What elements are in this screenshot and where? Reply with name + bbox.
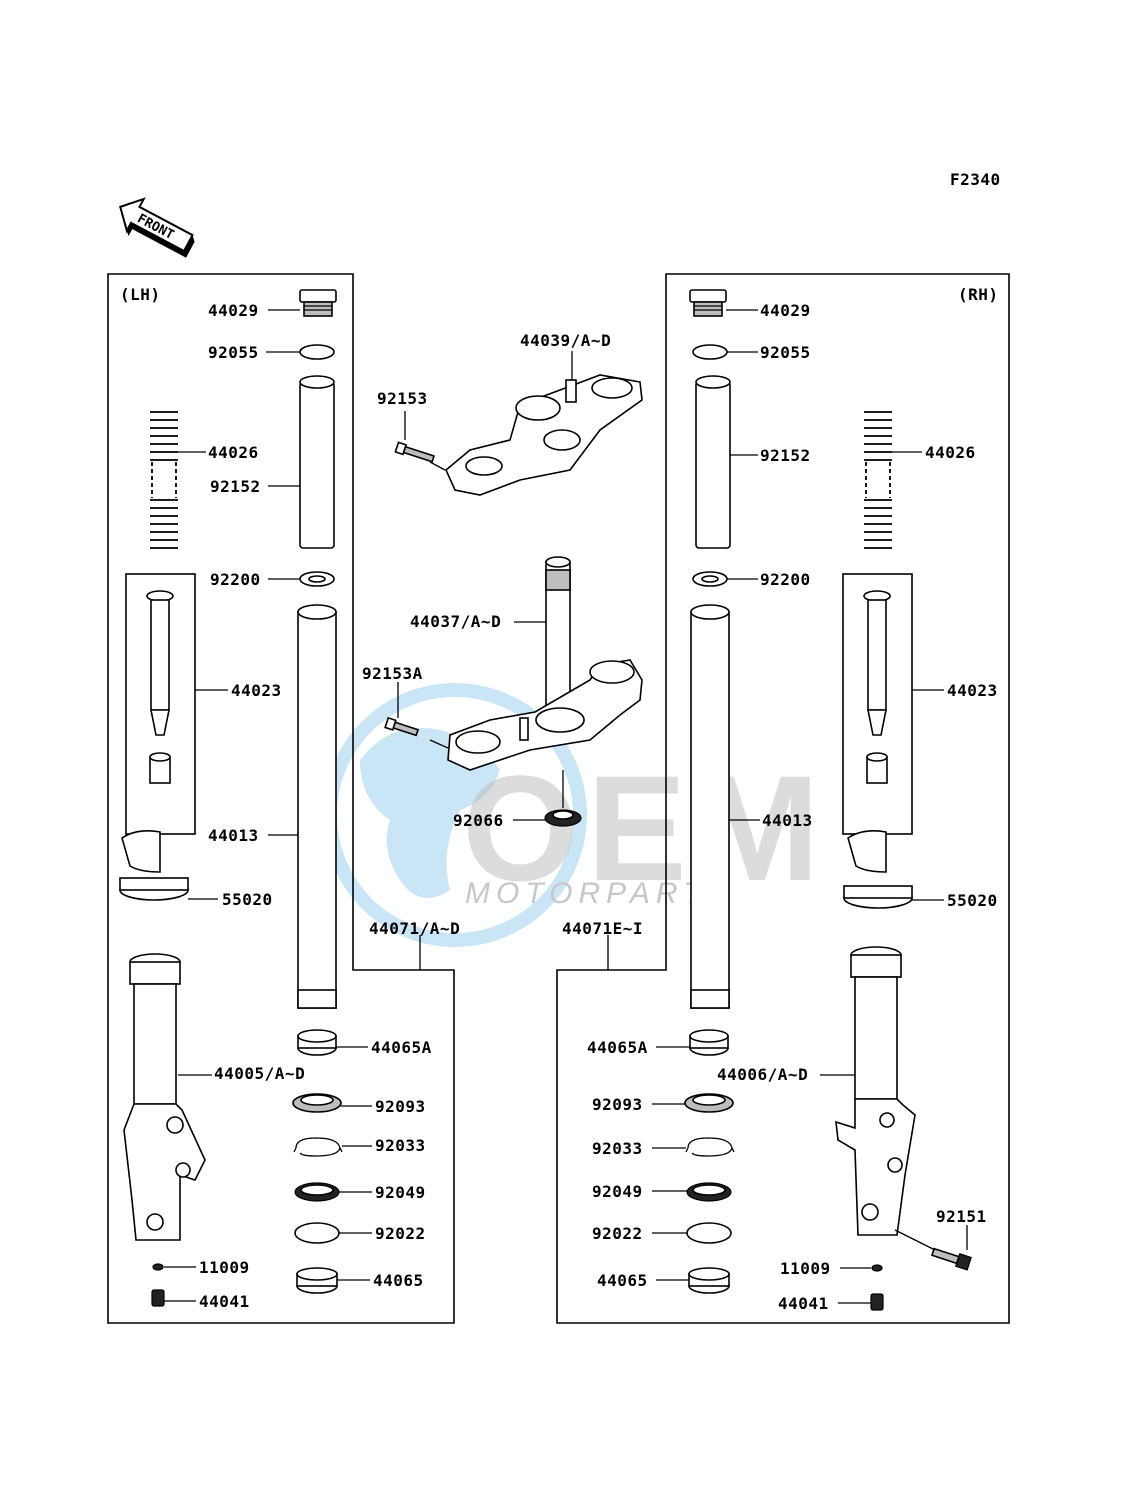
label-92055-left: 92055 bbox=[208, 343, 259, 362]
label-11009-left: 11009 bbox=[199, 1258, 250, 1277]
part-92153A-bolt[interactable] bbox=[384, 716, 420, 737]
label-92152-right: 92152 bbox=[760, 446, 811, 465]
part-92200-right[interactable] bbox=[692, 571, 728, 587]
label-92033-left: 92033 bbox=[375, 1136, 426, 1155]
part-44065A-right[interactable] bbox=[689, 1029, 729, 1056]
watermark-sub: MOTORPARTS bbox=[465, 877, 733, 910]
part-44023-right[interactable] bbox=[863, 590, 891, 784]
label-44065-left: 44065 bbox=[373, 1271, 424, 1290]
part-44023-left[interactable] bbox=[146, 590, 174, 784]
part-92055-right[interactable] bbox=[692, 344, 728, 360]
part-44013-left[interactable] bbox=[297, 604, 337, 1009]
part-44065A-left[interactable] bbox=[297, 1029, 337, 1056]
part-55020-left[interactable] bbox=[119, 830, 189, 901]
label-44037: 44037/A~D bbox=[410, 612, 501, 631]
part-44026-left-spring-icon[interactable] bbox=[150, 411, 178, 549]
part-92093-left[interactable] bbox=[292, 1093, 342, 1113]
label-92093-left: 92093 bbox=[375, 1097, 426, 1116]
rh-side-label: (RH) bbox=[958, 285, 999, 304]
label-92022-left: 92022 bbox=[375, 1224, 426, 1243]
part-92066[interactable] bbox=[544, 809, 582, 827]
label-44013-right: 44013 bbox=[762, 811, 813, 830]
label-92153A: 92153A bbox=[362, 664, 423, 683]
part-92022-left[interactable] bbox=[294, 1222, 340, 1244]
label-44013-left: 44013 bbox=[208, 826, 259, 845]
part-92153-bolt[interactable] bbox=[394, 441, 436, 463]
label-92049-right: 92049 bbox=[592, 1182, 643, 1201]
label-44029-left: 44029 bbox=[208, 301, 259, 320]
label-55020-left: 55020 bbox=[222, 890, 273, 909]
label-44041-right: 44041 bbox=[778, 1294, 829, 1313]
front-arrow-icon: FRONT bbox=[119, 197, 195, 258]
label-44065A-right: 44065A bbox=[587, 1038, 648, 1057]
watermark-brand: OEM bbox=[462, 744, 828, 912]
label-92066: 92066 bbox=[453, 811, 504, 830]
part-92151-bolt[interactable] bbox=[930, 1246, 972, 1271]
part-44041-right[interactable] bbox=[870, 1293, 884, 1311]
label-92093-right: 92093 bbox=[592, 1095, 643, 1114]
label-44041-left: 44041 bbox=[199, 1292, 250, 1311]
part-44041-left[interactable] bbox=[151, 1289, 165, 1307]
watermark-continents bbox=[360, 728, 500, 898]
label-44006-right: 44006/A~D bbox=[717, 1065, 808, 1084]
part-92049-right[interactable] bbox=[686, 1182, 732, 1202]
label-44065A-left: 44065A bbox=[371, 1038, 432, 1057]
part-92022-right[interactable] bbox=[686, 1222, 732, 1244]
label-44026-right: 44026 bbox=[925, 443, 976, 462]
figure-code: F2340 bbox=[950, 170, 1001, 189]
label-11009-right: 11009 bbox=[780, 1259, 831, 1278]
label-92152-left: 92152 bbox=[210, 477, 261, 496]
part-92033-left[interactable] bbox=[293, 1137, 343, 1157]
part-92033-right[interactable] bbox=[685, 1137, 735, 1157]
label-44005-left: 44005/A~D bbox=[214, 1064, 305, 1083]
part-92049-left[interactable] bbox=[294, 1182, 340, 1202]
part-55020-right[interactable] bbox=[843, 830, 913, 909]
lh-side-label: (LH) bbox=[120, 285, 161, 304]
part-44029-left[interactable] bbox=[299, 289, 337, 317]
label-44039: 44039/A~D bbox=[520, 331, 611, 350]
part-92152-left[interactable] bbox=[299, 375, 335, 549]
label-44071-right: 44071E~I bbox=[562, 919, 643, 938]
part-44026-right-spring-icon[interactable] bbox=[864, 411, 892, 549]
part-44005-left[interactable] bbox=[123, 953, 206, 1241]
label-44023-right: 44023 bbox=[947, 681, 998, 700]
label-92055-right: 92055 bbox=[760, 343, 811, 362]
label-92151: 92151 bbox=[936, 1207, 987, 1226]
label-92200-right: 92200 bbox=[760, 570, 811, 589]
part-92093-right[interactable] bbox=[684, 1093, 734, 1113]
lh-group-frame bbox=[107, 273, 455, 1324]
label-92200-left: 92200 bbox=[210, 570, 261, 589]
part-92055-left[interactable] bbox=[299, 344, 335, 360]
part-92200-left[interactable] bbox=[299, 571, 335, 587]
part-44065-left[interactable] bbox=[296, 1267, 338, 1294]
part-44039-upper-bracket[interactable] bbox=[445, 374, 643, 496]
part-44013-right[interactable] bbox=[690, 604, 730, 1009]
label-44071-left: 44071/A~D bbox=[369, 919, 460, 938]
part-11009-left[interactable] bbox=[152, 1263, 164, 1271]
label-92033-right: 92033 bbox=[592, 1139, 643, 1158]
part-44037-stem-bracket[interactable] bbox=[447, 556, 643, 771]
label-55020-right: 55020 bbox=[947, 891, 998, 910]
label-92022-right: 92022 bbox=[592, 1224, 643, 1243]
part-44029-right[interactable] bbox=[689, 289, 727, 317]
label-92153: 92153 bbox=[377, 389, 428, 408]
part-92152-right[interactable] bbox=[695, 375, 731, 549]
label-92049-left: 92049 bbox=[375, 1183, 426, 1202]
label-44065-right: 44065 bbox=[597, 1271, 648, 1290]
part-44006-right[interactable] bbox=[835, 946, 916, 1236]
label-44029-right: 44029 bbox=[760, 301, 811, 320]
part-44065-right[interactable] bbox=[688, 1267, 730, 1294]
part-11009-right[interactable] bbox=[871, 1264, 883, 1272]
rh-group-frame bbox=[556, 273, 1010, 1324]
label-44023-left: 44023 bbox=[231, 681, 282, 700]
label-44026-left: 44026 bbox=[208, 443, 259, 462]
watermark: OEM MOTORPARTS bbox=[323, 683, 828, 947]
